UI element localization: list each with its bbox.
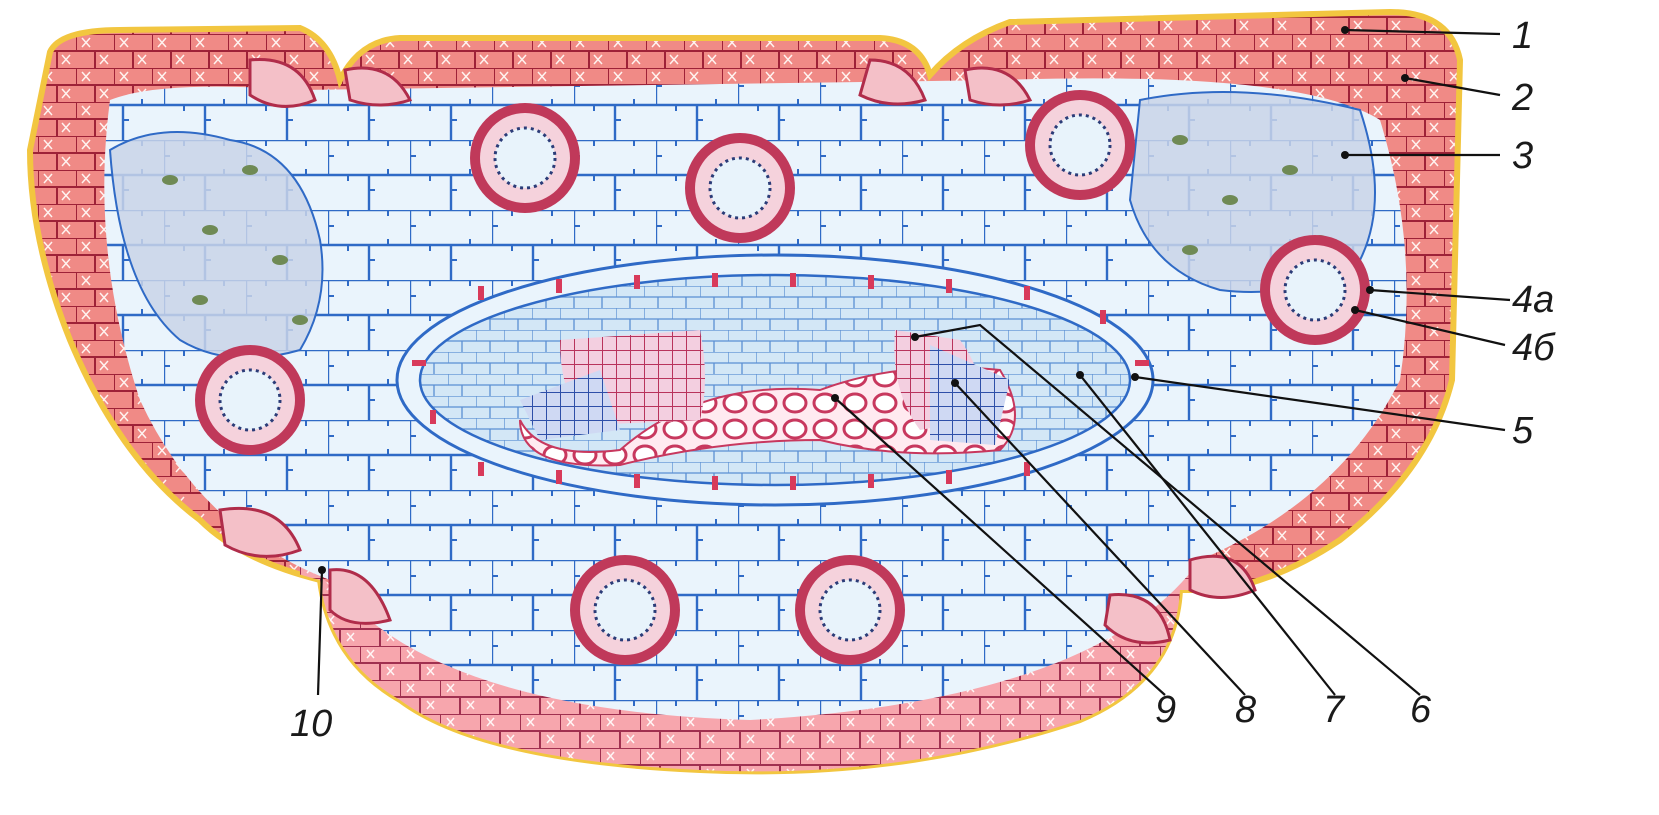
label-2: 2 [1511, 77, 1533, 119]
label-8: 8 [1235, 689, 1256, 731]
label-10: 10 [290, 703, 332, 745]
label-1: 1 [1512, 15, 1533, 57]
label-6: 6 [1410, 689, 1432, 731]
endodermis-inner [420, 275, 1130, 485]
label-4b: 4б [1512, 327, 1556, 369]
label-7: 7 [1323, 689, 1346, 731]
label-4a: 4a [1512, 279, 1554, 321]
label-9: 9 [1155, 689, 1176, 731]
label-5: 5 [1512, 410, 1534, 452]
label-3: 3 [1512, 135, 1533, 177]
